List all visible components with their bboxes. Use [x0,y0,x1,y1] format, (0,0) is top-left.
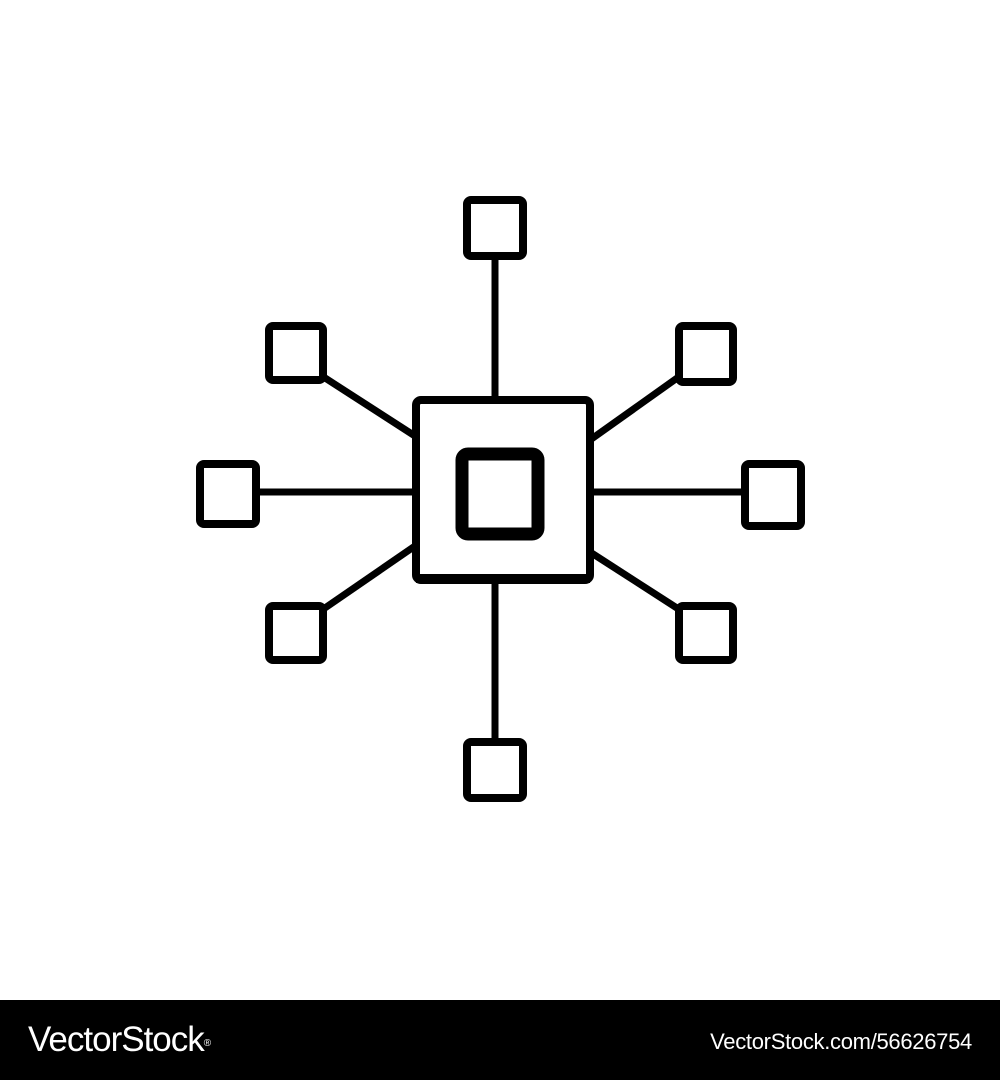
brand-logo: VectorStock® [28,1018,211,1062]
watermark-bar: VectorStock® VectorStock.com/56626754 [0,1000,1000,1080]
image-id: VectorStock.com/56626754 [710,1029,972,1054]
node-upper-left [265,322,327,384]
node-top [463,196,527,260]
node-left [196,460,260,528]
node-lower-right [675,602,737,664]
connector-line-upper-right [587,373,683,443]
registered-mark: ® [203,1038,211,1049]
connector-line-lower-right [588,549,682,613]
hub-core-square [455,447,545,541]
node-lower-left [265,602,327,664]
node-bottom [463,738,527,802]
hub-bottom-edge [416,574,590,583]
connector-line-upper-left [320,373,417,439]
brand-name: VectorStock [28,1020,205,1059]
connector-line-lower-left [320,543,417,613]
node-right [741,460,805,530]
network-hub-icon [196,196,805,802]
node-upper-right [675,322,737,386]
